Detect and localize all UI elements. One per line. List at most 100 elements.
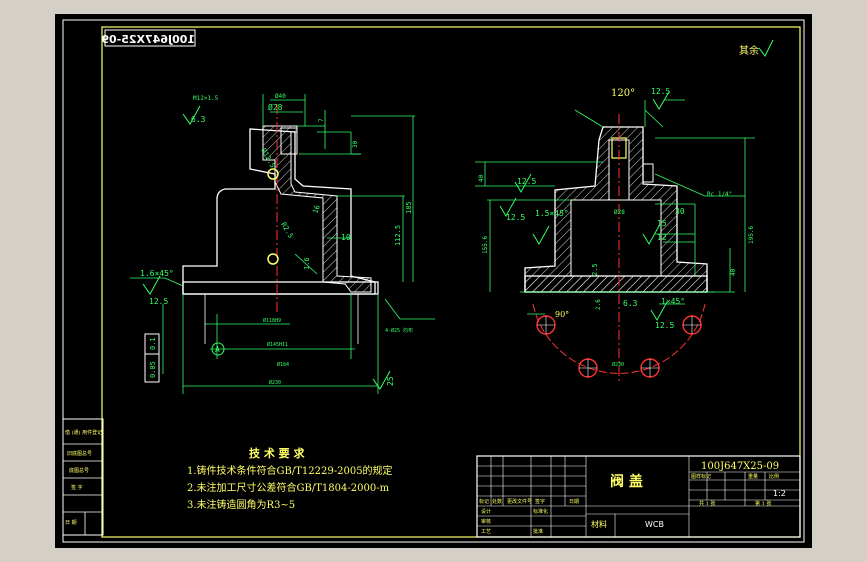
dim-m12: M12×1.5 xyxy=(193,95,219,102)
dim-h112: 112.5 xyxy=(394,225,402,246)
dim-r-h12: 12 xyxy=(657,233,667,242)
tech-title: 技 术 要 求 xyxy=(249,446,305,460)
dim-r-g26: 2.6 xyxy=(595,299,602,310)
left-hatch-top xyxy=(262,125,372,293)
dim-h185: 185 xyxy=(405,201,413,214)
datum-label: A xyxy=(215,345,220,354)
right-rough-sym-3 xyxy=(499,197,517,217)
side-block: 借 (通) 用件登记 旧底图总号 底图总号 签 字 日 期 xyxy=(62,418,104,536)
right-pcd-arc xyxy=(532,303,706,374)
dim-h7: 7 xyxy=(318,118,325,122)
dim-d145: Ø145H11 xyxy=(267,341,288,348)
tb-sheet: 共 1 张 xyxy=(699,500,715,507)
right-rough-sym-2 xyxy=(514,173,532,193)
dim-rough12-5-left: 12.5 xyxy=(149,297,168,306)
dim-r-rc: Rc 1/4" xyxy=(707,191,732,198)
tb-sheet-no: 第 1 张 xyxy=(755,500,771,507)
gdt-flatness: 0.1 xyxy=(149,337,157,350)
dim-chamfer-left: 1.6×45° xyxy=(140,269,174,278)
dim-r-h30: 30 xyxy=(675,207,685,216)
gdt-parallel: 0.05 xyxy=(149,361,157,378)
dim-r-h155: 155.6 xyxy=(482,236,489,254)
dim-r-chamfer2: 1×45° xyxy=(661,297,685,306)
inner-frame xyxy=(101,26,801,538)
dim-h16: 16 xyxy=(311,204,321,215)
dim-r-h40: 40 xyxy=(478,174,485,182)
side-row-1: 借 (通) 用件登记 xyxy=(65,429,102,436)
left-bolt-lower xyxy=(267,253,279,265)
right-flange xyxy=(524,275,708,293)
tb-scale: 1:2 xyxy=(773,489,786,498)
dim-angle120: 120° xyxy=(611,88,635,99)
tech-item-2: 2.未注加工尺寸公差符合GB/T1804-2000-m xyxy=(187,481,390,494)
tb-label-process: 工艺 xyxy=(481,529,491,535)
tb-label-weight: 重量 xyxy=(748,473,758,480)
tb-label-count: 处数 xyxy=(492,498,502,505)
tb-material: WCB xyxy=(645,520,664,529)
right-bolt-holes xyxy=(536,315,702,378)
right-rough-sym-4 xyxy=(532,225,550,245)
left-cap xyxy=(280,127,298,155)
drawing-svg: 100J647X25-09 其余 xyxy=(62,19,805,543)
right-rough-sym-6 xyxy=(642,225,660,245)
dim-wall10: 10 xyxy=(341,233,351,242)
left-datum: A xyxy=(211,342,225,356)
tech-requirements: 技 术 要 求 1.铸件技术条件符合GB/T12229-2005的规定 2.未注… xyxy=(187,446,393,511)
side-row-5: 日 期 xyxy=(65,520,77,526)
left-rough-sym-2 xyxy=(142,275,161,295)
left-rough-sym-3 xyxy=(372,370,391,390)
tech-item-3: 3.未注铸造圆角为R3~5 xyxy=(187,498,295,511)
right-rough-sym-1 xyxy=(652,91,670,110)
dim-note-holes: 4-Ø25 均布 xyxy=(385,327,413,334)
tb-label-stage: 图样标记 xyxy=(691,473,711,480)
right-plug xyxy=(642,163,654,183)
left-bolt-upper xyxy=(267,168,279,180)
tb-label-sign: 签字 xyxy=(535,498,545,505)
side-row-2: 旧底图总号 xyxy=(67,450,92,457)
tb-label-date: 日期 xyxy=(569,499,579,505)
dim-r-h40b: 40 xyxy=(730,268,737,276)
tb-label-std: 标准化 xyxy=(533,508,548,515)
tb-label-approve: 批准 xyxy=(533,528,543,535)
dim-r-chamfer: 1.5×45° xyxy=(535,209,569,218)
dim-r-rough-d: 12.5 xyxy=(655,321,674,330)
dim-r-ang90: 90° xyxy=(555,310,569,319)
tb-material-label: 材料 xyxy=(591,519,607,529)
right-rough-sym-5 xyxy=(650,301,668,321)
left-body-outline xyxy=(182,128,376,295)
title-block: 标记 处数 更改文件号 签字 日期 设计 标准化 审核 工艺 批准 阀 盖 10… xyxy=(476,455,801,538)
tb-label-scale: 比例 xyxy=(769,473,779,480)
dim-d230: Ø230 xyxy=(269,379,281,386)
surface-note: 其余 xyxy=(739,39,774,57)
tb-label-design: 设计 xyxy=(481,508,491,515)
dim-r-d28: Ø28 xyxy=(614,209,625,216)
right-view: 120° 12.5 12.5 12.5 12.5 6.3 40 1.5×45° … xyxy=(475,87,755,384)
side-row-4: 签 字 xyxy=(71,484,83,491)
tb-drawing-no: 100J647X25-09 xyxy=(701,461,779,472)
left-flange xyxy=(182,281,379,295)
dim-d40: Ø40 xyxy=(275,93,286,100)
dim-r2-5: R2.5 xyxy=(279,221,294,240)
dim-r-h15: 15 xyxy=(657,219,667,228)
dim-d118: Ø118H9 xyxy=(263,317,281,324)
left-rough-sym-1 xyxy=(182,105,201,125)
tech-item-1: 1.铸件技术条件符合GB/T12229-2005的规定 xyxy=(187,464,393,477)
dim-d28: Ø28 xyxy=(268,102,283,112)
dim-rough16: 1.6 xyxy=(303,257,311,270)
mirrored-code-text: 100J647X25-09 xyxy=(101,33,195,46)
cad-drawing-canvas[interactable]: 100J647X25-09 其余 xyxy=(55,14,812,548)
surface-note-text: 其余 xyxy=(739,44,759,57)
dim-r-rough6-3: 6.3 xyxy=(623,299,638,308)
left-gdt-frame: 0.1 0.05 xyxy=(144,333,160,383)
tb-label-check: 审核 xyxy=(481,518,491,525)
tb-label-mark: 标记 xyxy=(479,498,489,505)
dim-r-pcd: Ø230 xyxy=(612,361,624,368)
dim-rough25: 25 xyxy=(386,376,395,386)
mirrored-code-box: 100J647X25-09 xyxy=(101,29,196,47)
dim-r-g2: 2.5 xyxy=(591,263,599,276)
dim-top-rough: 6.3 xyxy=(191,115,206,124)
right-dim-lines xyxy=(475,99,755,315)
dim-r-rough-a: 12.5 xyxy=(651,87,670,96)
tb-label-change: 更改文件号 xyxy=(507,498,532,505)
dim-d184: Ø184 xyxy=(277,361,289,368)
